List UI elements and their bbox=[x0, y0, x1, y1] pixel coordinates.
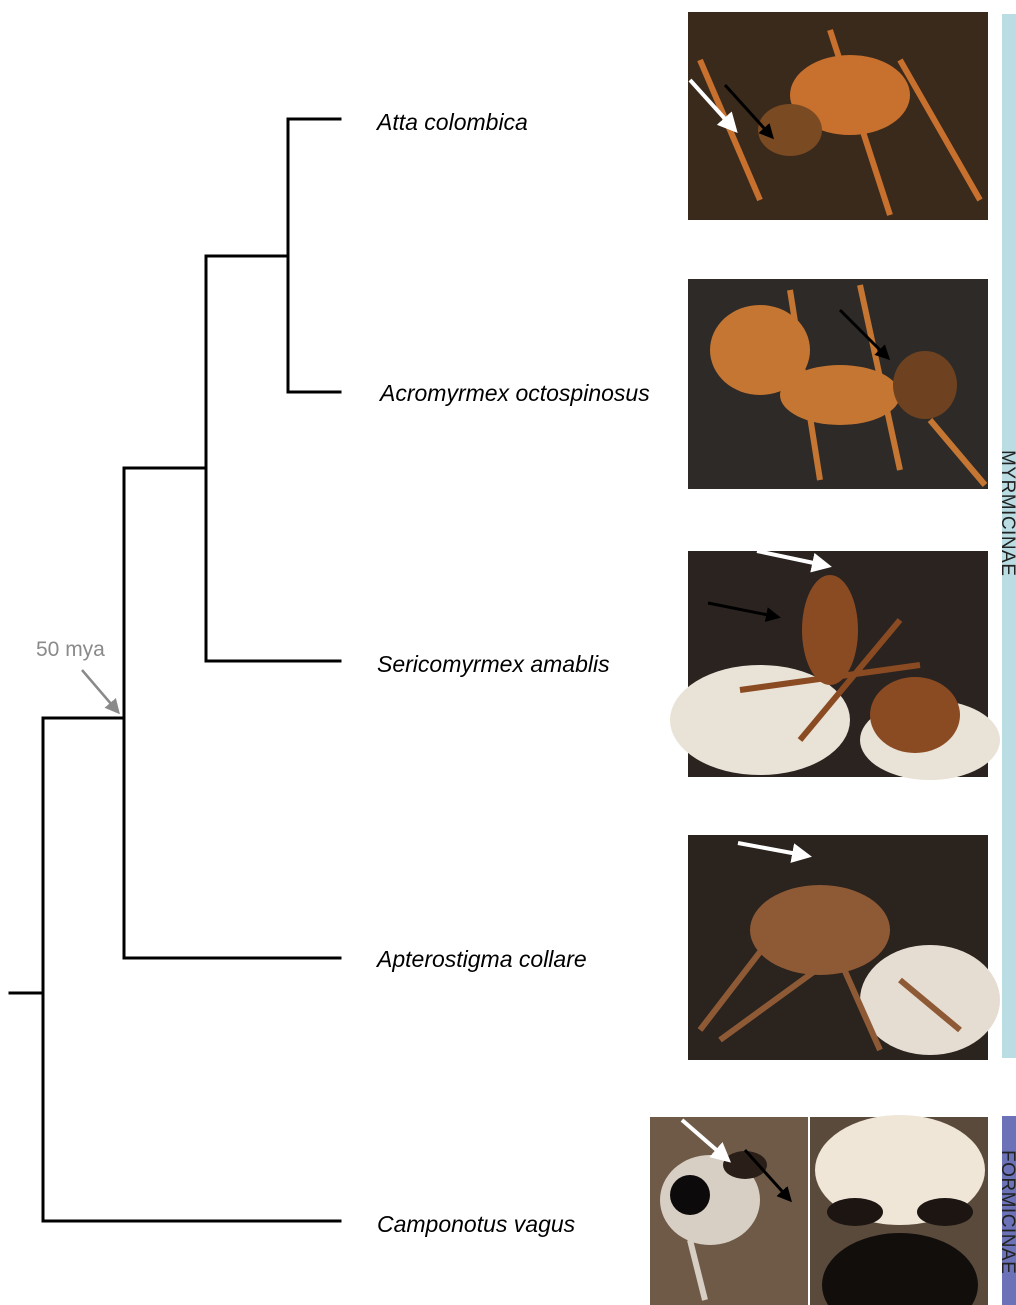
photo-atta-colombica bbox=[688, 12, 988, 220]
taxon-label-sericomyrmex-amablis: Sericomyrmex amablis bbox=[377, 651, 610, 677]
tree-branches bbox=[10, 119, 340, 1221]
taxon-label-camponotus-vagus: Camponotus vagus bbox=[377, 1211, 576, 1237]
photo-sericomyrmex-amablis bbox=[670, 551, 1000, 780]
divergence-annotation: 50 mya bbox=[36, 638, 118, 712]
formicinae-label: FORMICINAE bbox=[997, 1150, 1016, 1274]
divergence-arrow bbox=[82, 670, 118, 712]
taxon-label-acromyrmex-octospinosus: Acromyrmex octospinosus bbox=[378, 380, 650, 406]
taxon-labels: Atta colombica Acromyrmex octospinosus S… bbox=[375, 109, 650, 1237]
specimen-photos bbox=[650, 12, 1000, 1305]
divergence-time-label: 50 mya bbox=[36, 638, 105, 661]
photo-camponotus-vagus-right bbox=[810, 1115, 988, 1305]
myrmicinae-label: MYRMICINAE bbox=[997, 450, 1016, 576]
photo-acromyrmex-octospinosus bbox=[688, 279, 988, 489]
photo-camponotus-vagus-left bbox=[650, 1117, 808, 1305]
taxon-label-atta-colombica: Atta colombica bbox=[375, 109, 528, 135]
clade-bars: MYRMICINAE FORMICINAE bbox=[997, 14, 1016, 1305]
taxon-label-apterostigma-collare: Apterostigma collare bbox=[375, 946, 587, 972]
photo-apterostigma-collare bbox=[688, 835, 1000, 1060]
